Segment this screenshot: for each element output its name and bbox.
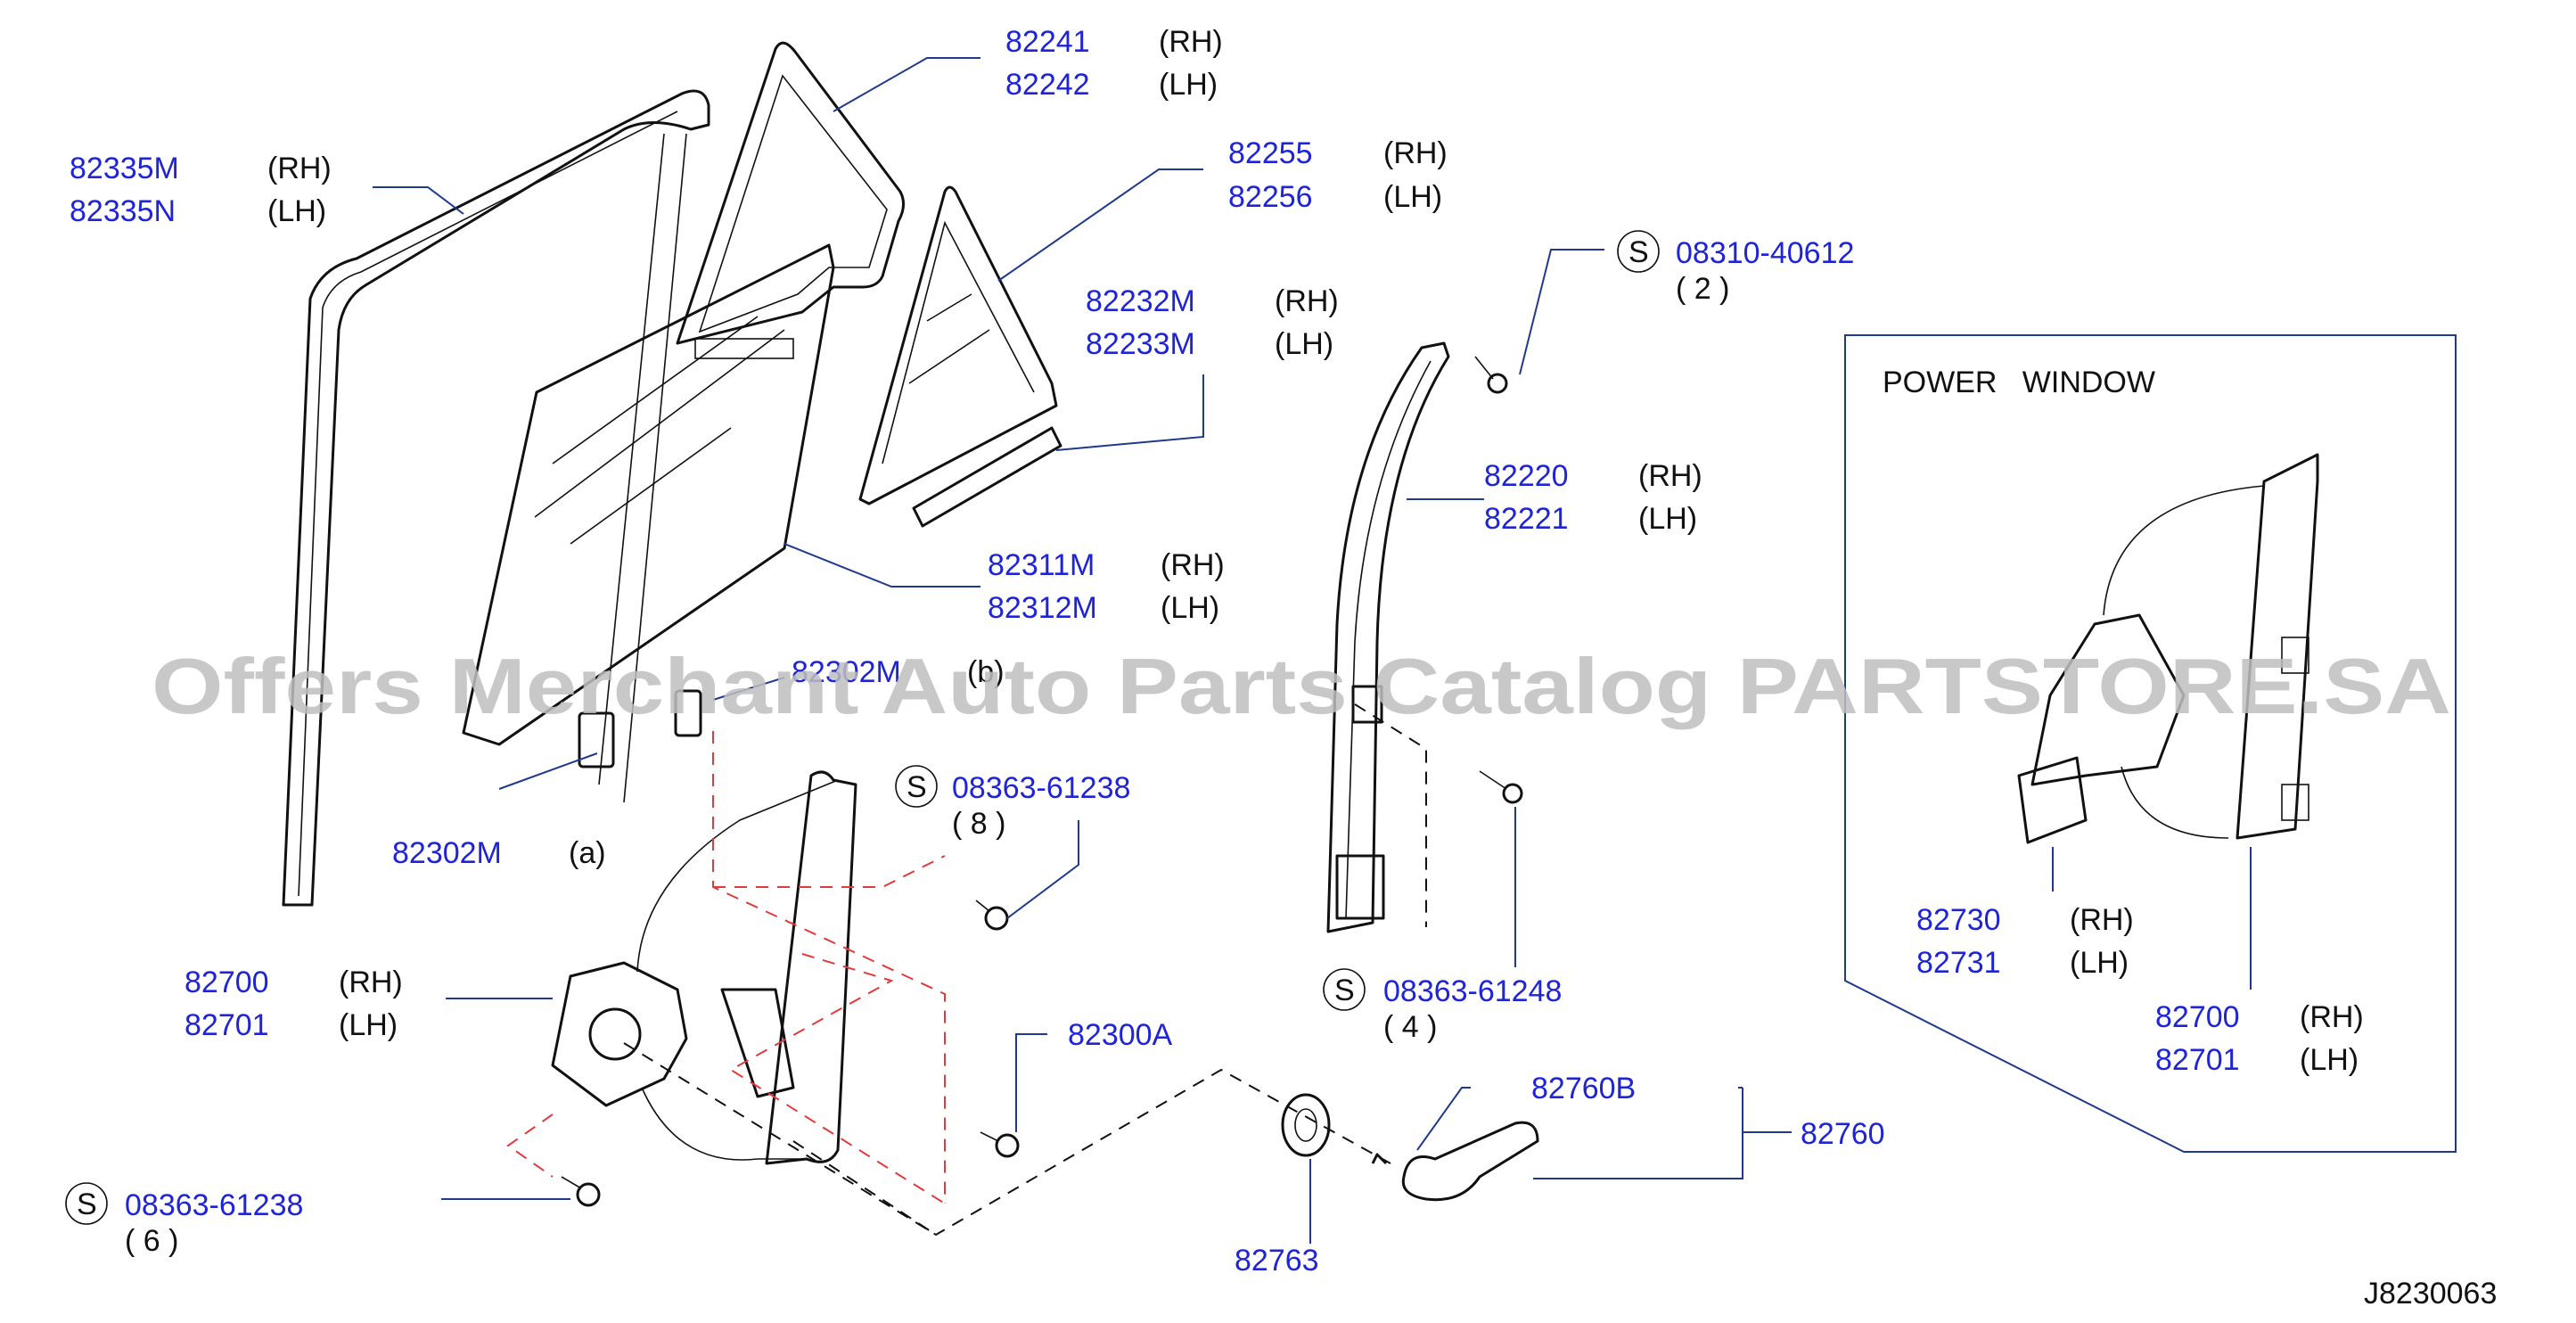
screw-symbol-circle [895,765,938,808]
manual-regulator-drawing [551,770,857,1165]
screw-part: 08363-61248 [1383,974,1562,1008]
power-regulator-drawing [2017,453,2319,844]
callout-side: (LH) [267,194,326,228]
door-glass-drawing [462,243,835,746]
callout-labels: 82241 (RH) 82242 (LH) 82335M (RH) 82335N… [70,25,2364,1278]
screw-callouts: S 08310-40612 ( 2 ) S 08363-61238 ( 8 ) … [65,230,1854,1258]
callout-part: 82701 [185,1008,269,1042]
callout-side: (RH) [267,152,332,185]
callout-side: (LH) [2070,946,2129,980]
callout-part: 82242 [1005,68,1090,102]
callout-side: (a) [569,836,606,870]
quarter-sash-drawing [676,41,905,359]
callout-side: (RH) [2070,903,2134,937]
callout-side: (RH) [1275,284,1339,318]
callout-side: (LH) [1275,327,1333,361]
screw-symbol-circle [1617,230,1660,273]
screw-symbol-circle [1323,968,1366,1011]
callout-side: (b) [967,655,1005,689]
callout-part: 82302M [792,655,901,689]
callout-side: (RH) [1159,25,1223,59]
callout-part: 82233M [1086,327,1195,361]
power-window-title: POWER WINDOW [1883,366,2155,399]
callout-part: 82760B [1531,1072,1636,1105]
screw-qty: ( 6 ) [125,1224,178,1258]
rear-sash-drawing [1326,341,1450,933]
callout-side: (LH) [2300,1043,2359,1077]
power-window-frame [1844,334,2457,1153]
callout-part: 82232M [1086,284,1195,318]
watermark: Offers Merchant Auto Parts Catalog PARTS… [152,642,2451,730]
callout-part: 82220 [1484,459,1569,493]
callout-side: (LH) [1161,591,1219,625]
screw-part: 08363-61238 [125,1188,303,1222]
screw-symbol-circle [65,1182,108,1225]
screw-symbol: S [1628,235,1649,269]
screw-symbol: S [907,770,927,804]
callout-part: 82700 [2155,1000,2240,1034]
callout-part: 82760 [1801,1117,1885,1151]
leader-lines [373,57,2252,1244]
callout-part: 82241 [1005,25,1090,59]
quarter-glass-drawing [858,185,1062,528]
callout-side: (LH) [339,1008,398,1042]
screw-symbol: S [77,1187,97,1221]
screw-qty: ( 4 ) [1383,1010,1437,1044]
callout-part: 82763 [1235,1244,1319,1278]
glass-holder-drawing [578,689,702,768]
black-dashed-guide [623,703,1427,1237]
callout-part: 82221 [1484,502,1569,536]
screw-qty: ( 2 ) [1676,272,1729,306]
callout-part: 82302M [392,836,502,870]
callout-part: 82256 [1228,180,1313,214]
callout-side: (RH) [1383,136,1448,170]
screw-part: 08310-40612 [1676,236,1854,270]
callout-side: (RH) [2300,1000,2364,1034]
callout-side: (RH) [1161,548,1225,582]
callout-part: 82255 [1228,136,1313,170]
callout-side: (RH) [1638,459,1702,493]
callout-side: (LH) [1638,502,1697,536]
callout-part: 82300A [1068,1018,1173,1052]
handle-drawing [1281,1093,1539,1202]
run-channel-drawing [282,89,710,907]
screw-qty: ( 8 ) [952,807,1005,841]
callout-part: 82311M [988,548,1095,582]
callout-part: 82312M [988,591,1097,625]
red-dashed-guide [506,731,946,1204]
screw-part: 08363-61238 [952,771,1130,805]
callout-part: 82335M [70,152,179,185]
screw-drawings [561,356,1523,1207]
drawing-id: J8230063 [2364,1277,2497,1311]
callout-side: (LH) [1159,68,1218,102]
callout-part: 82730 [1916,903,2001,937]
callout-part: 82700 [185,966,269,999]
callout-side: (LH) [1383,180,1442,214]
callout-side: (RH) [339,966,403,999]
callout-part: 82701 [2155,1043,2240,1077]
callout-part: 82335N [70,194,176,228]
callout-part: 82731 [1916,946,2001,980]
screw-symbol: S [1334,974,1355,1007]
